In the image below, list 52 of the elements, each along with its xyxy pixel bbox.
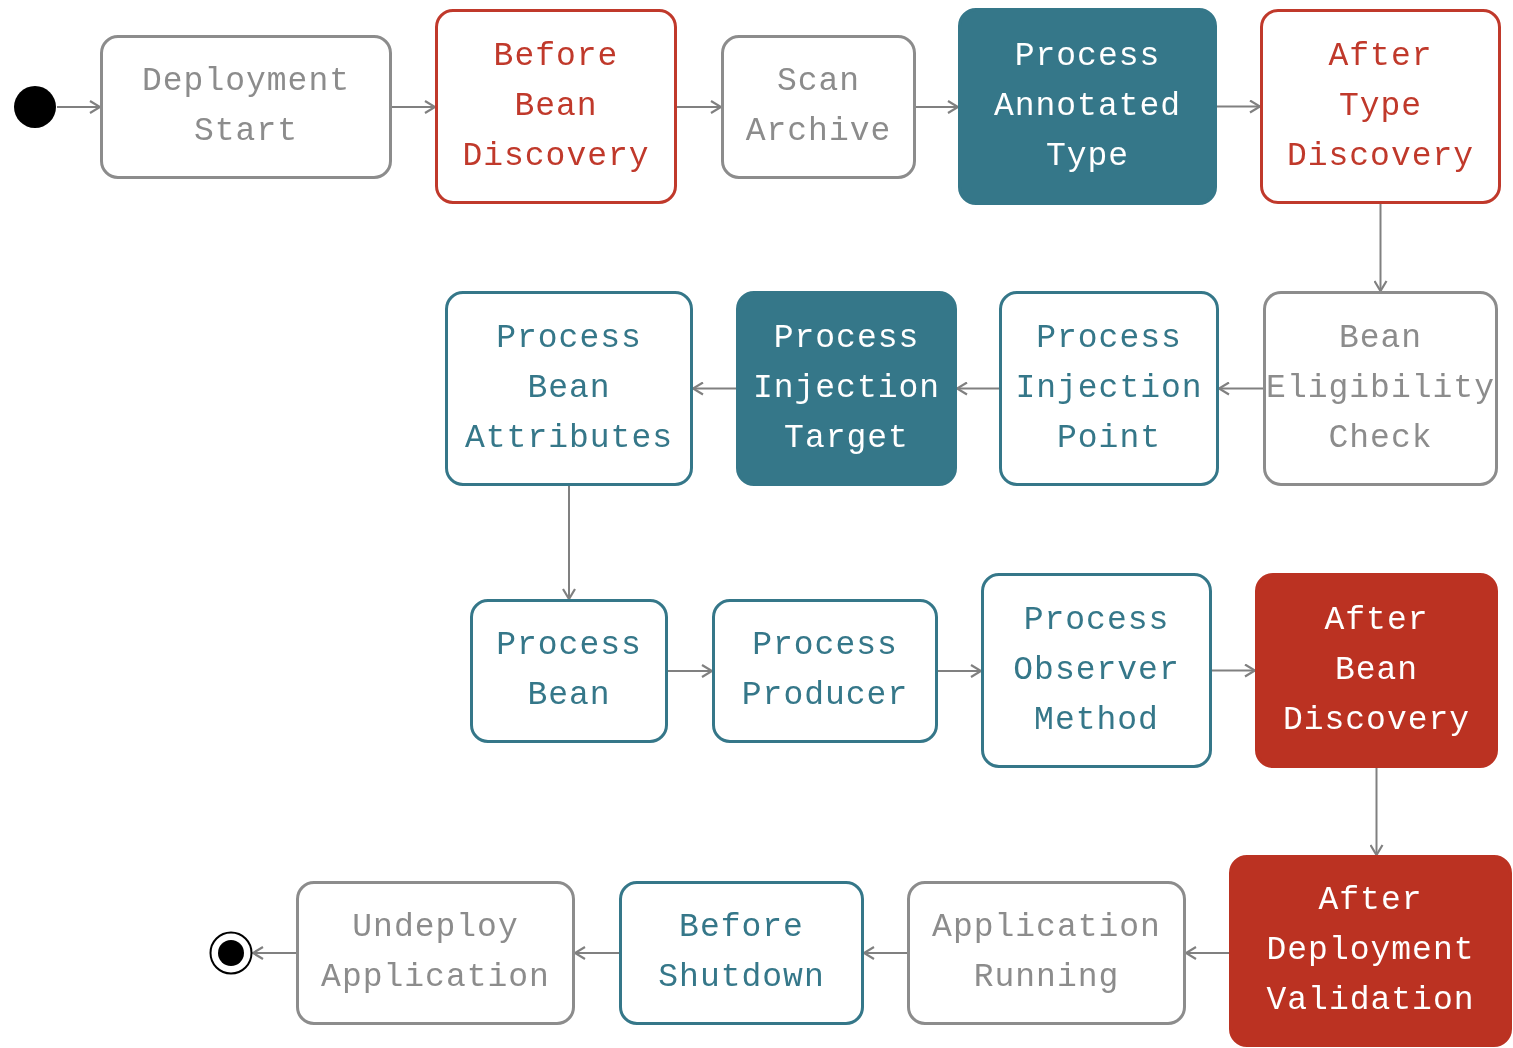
arrow <box>862 945 908 961</box>
state-box <box>470 599 668 743</box>
state-box <box>435 9 677 204</box>
arrow <box>573 945 620 961</box>
arrow <box>56 99 102 115</box>
arrow <box>391 99 437 115</box>
state-label: Bean Eligibility Check <box>1266 318 1495 459</box>
state-box <box>958 8 1217 205</box>
arrow <box>1216 99 1262 114</box>
arrow <box>691 381 737 396</box>
arrow <box>1211 663 1257 678</box>
state-box <box>445 291 693 486</box>
state-label: Process Producer <box>741 626 909 716</box>
state-box <box>907 881 1186 1025</box>
arrow <box>1373 203 1388 293</box>
state-label: Undeploy Application <box>321 908 550 998</box>
state-label: After Bean Discovery <box>1282 600 1471 741</box>
state-box <box>981 573 1212 768</box>
arrow <box>955 381 1000 396</box>
state-box <box>1255 573 1498 768</box>
state-label: Process Annotated Type <box>993 36 1182 177</box>
state-label: Process Bean Attributes <box>465 318 673 459</box>
state-box <box>999 291 1219 486</box>
state-box <box>721 35 916 179</box>
state-box <box>712 599 938 743</box>
state-box <box>100 35 392 179</box>
state-label: Process Injection Target <box>752 318 941 459</box>
state-label: After Deployment Validation <box>1266 881 1475 1021</box>
state-label: Process Observer Method <box>1013 600 1180 741</box>
arrow <box>915 99 960 115</box>
arrow <box>1217 381 1264 396</box>
state-box <box>1229 855 1512 1047</box>
arrow <box>937 663 983 679</box>
state-label: Process Injection Point <box>1015 318 1203 459</box>
arrow <box>561 485 577 601</box>
state-box <box>296 881 575 1025</box>
state-box <box>619 881 864 1025</box>
state-box <box>736 291 957 486</box>
arrow <box>1184 945 1230 961</box>
state-label: Application Running <box>932 908 1161 998</box>
state-label: Before Shutdown <box>658 908 825 998</box>
arrow <box>1369 767 1384 857</box>
state-label: Deployment Start <box>141 62 350 152</box>
state-box <box>1260 9 1501 204</box>
arrow <box>667 663 714 679</box>
state-label: Scan Archive <box>745 62 892 152</box>
state-label: After Type Discovery <box>1286 36 1475 177</box>
arrow <box>251 945 297 961</box>
arrow <box>676 99 723 115</box>
state-label: Process Bean <box>496 626 642 716</box>
state-label: Before Bean Discovery <box>462 36 650 177</box>
state-box <box>1263 291 1498 486</box>
